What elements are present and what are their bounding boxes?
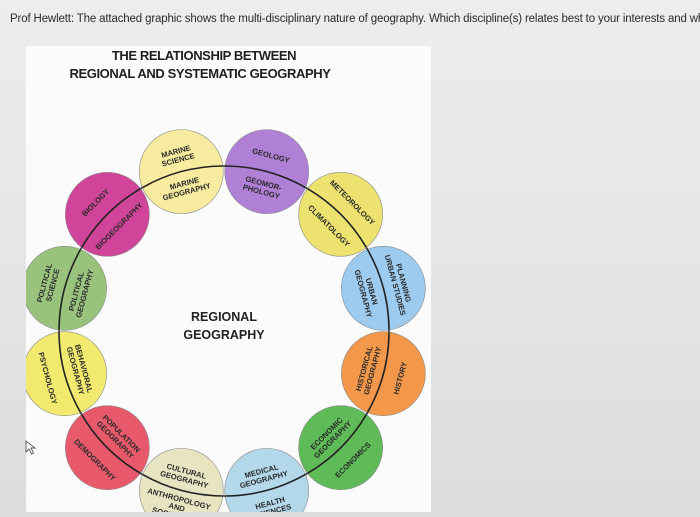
diagram-figure: THE RELATIONSHIP BETWEEN REGIONAL AND SY… — [26, 46, 431, 512]
discipline-outer-label: AND — [168, 501, 187, 512]
ring-segment — [142, 165, 223, 189]
ring-segment — [366, 332, 390, 413]
discipline-circle — [224, 448, 309, 512]
ring-segment — [366, 249, 390, 330]
diagram-title-line2: REGIONAL AND SYSTEMATIC GEOGRAPHY — [69, 66, 331, 81]
ring-segment — [81, 414, 141, 474]
ring-segment — [142, 473, 223, 497]
ring-segment — [58, 332, 82, 413]
discipline-circle — [26, 331, 107, 416]
center-label-line1: REGIONAL — [191, 310, 257, 324]
mouse-cursor-icon — [25, 440, 37, 455]
discipline-outer-label: SCIENCES — [252, 502, 292, 512]
diagram-title-line1: THE RELATIONSHIP BETWEEN — [111, 48, 297, 63]
ring-segment — [307, 188, 367, 248]
ring-segment — [307, 414, 367, 474]
ring-segment — [58, 249, 82, 330]
discipline-circle — [26, 246, 107, 331]
center-label-line2: GEOGRAPHY — [183, 328, 265, 342]
connecting-ring — [58, 165, 390, 497]
ring-segment — [225, 473, 306, 497]
ring-segment — [225, 165, 306, 189]
discipline-circle — [139, 448, 224, 512]
geography-ring-diagram: MARINESCIENCEMARINEGEOGRAPHYGEOLOGYGEOMO… — [26, 129, 426, 512]
discipline-node: ANTHROPOLOGYANDSOCIOLOGYCULTURALGEOGRAPH… — [139, 448, 224, 512]
question-text: Prof Hewlett: The attached graphic shows… — [10, 13, 700, 25]
ring-segment — [81, 188, 141, 248]
